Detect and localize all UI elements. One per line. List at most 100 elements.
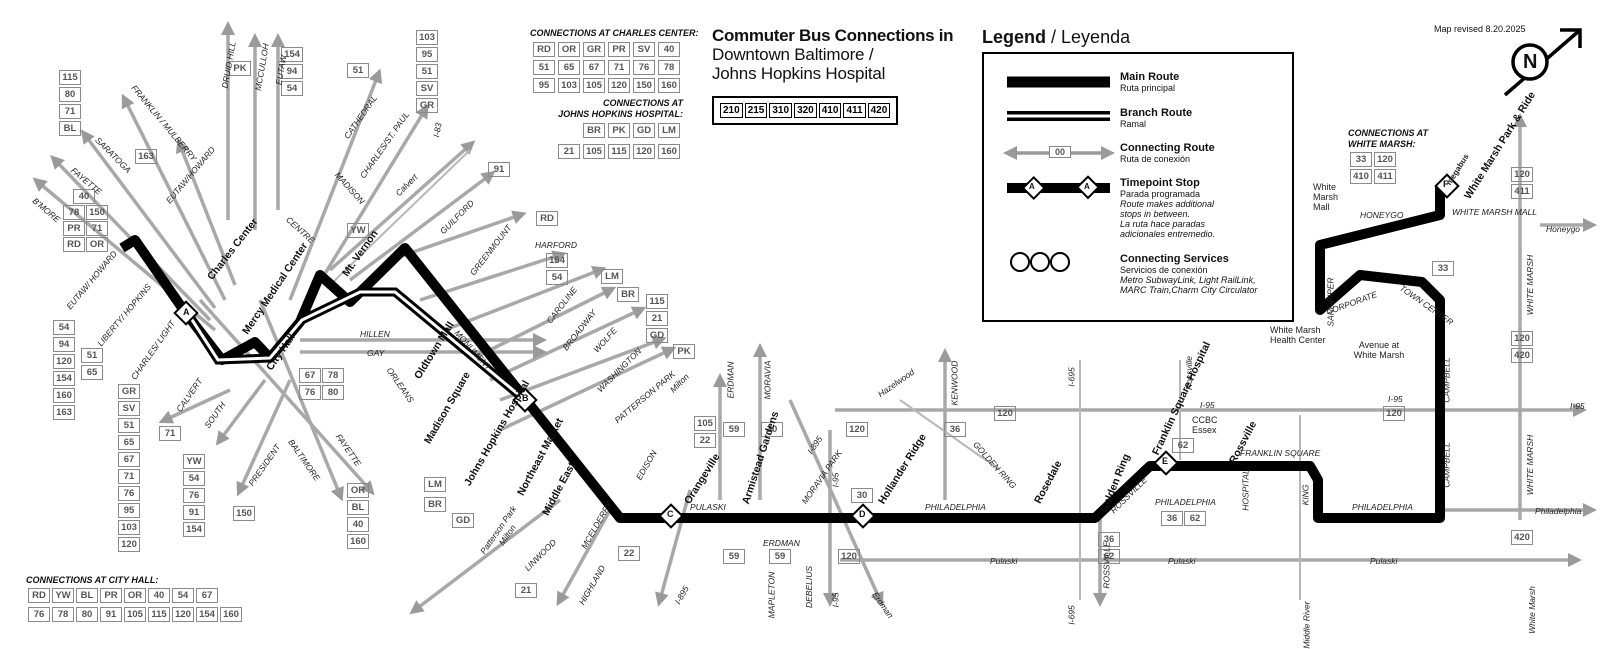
stop-timepoint-letter-f: F <box>1443 179 1449 189</box>
route-badge: 95 <box>118 503 140 518</box>
stop-timepoint-letter-a: A <box>183 307 190 317</box>
street-label: FRANKLIN SQUARE <box>1240 448 1321 458</box>
route-badge: 54 <box>281 81 303 96</box>
route-badge: 411 <box>843 103 866 118</box>
route-badge-120c: 120 <box>993 405 1017 422</box>
route-badge-120e: 120 <box>1382 405 1406 422</box>
street-label: WHITE MARSH <box>1525 434 1536 496</box>
route-badge: BR <box>583 123 605 138</box>
street-label: I-695 <box>1066 605 1077 625</box>
route-badge: 91 <box>183 505 205 520</box>
destination-ccbc: CCBC Essex <box>1192 415 1218 435</box>
street-label: PHILADELPHIA <box>1155 497 1216 507</box>
route-badge: 91 <box>488 162 510 177</box>
street-label: Philadelphia <box>1535 506 1582 516</box>
street-label: Honeygo <box>1546 224 1581 234</box>
legend-services: Connecting Services Servicios de conexió… <box>1120 253 1257 295</box>
legend-timepoint-letter-1: A <box>1029 182 1035 191</box>
legend-title-es: / Leyenda <box>1051 27 1131 47</box>
legend-title: Legend / Leyenda <box>982 27 1130 48</box>
connections-city-hall-title: CONNECTIONS AT CITY HALL: <box>26 575 159 585</box>
route-stack-top-eutaw: 154 94 54 <box>280 45 304 98</box>
route-badge: 54 <box>546 270 568 285</box>
route-badge: BL <box>59 121 81 136</box>
route-badge-30b: 30 <box>850 487 874 504</box>
route-badge-22b: 22 <box>617 545 641 562</box>
route-badge: 30 <box>851 488 873 503</box>
route-badge: 59 <box>723 422 745 437</box>
title-line-1: Commuter Bus Connections in <box>712 26 954 45</box>
route-badge-120a: 120 <box>845 421 869 438</box>
street-label: Pulaski <box>990 556 1018 566</box>
street-label: WHITE MARSH MALL <box>1452 207 1538 217</box>
route-badge: OR <box>558 42 580 57</box>
route-badge-59b: 59 <box>722 548 746 565</box>
route-badge: 420 <box>1511 348 1533 363</box>
route-badge: 120 <box>608 78 630 93</box>
route-badge-br: BR <box>616 286 640 303</box>
legend-timepoint-note1: Route makes additional <box>1120 199 1215 209</box>
legend-main-en: Main Route <box>1120 71 1180 83</box>
route-badge: 51 <box>81 348 103 363</box>
route-badge: PK <box>229 61 251 76</box>
connections-wm-title-2: WHITE MARSH: <box>1348 139 1416 149</box>
route-badge: 420 <box>1511 530 1533 545</box>
street-label: SANDPIPER <box>1325 277 1336 327</box>
route-badge: PR <box>608 42 630 57</box>
destination-avenue: Avenue at White Marsh <box>1353 340 1405 360</box>
route-stack-bottom-right: OR BL 40 160 <box>346 481 370 551</box>
route-badge: PR <box>63 221 85 236</box>
route-badge: 59 <box>769 549 791 564</box>
route-badge: 80 <box>76 607 98 622</box>
timepoint-a <box>173 300 199 326</box>
street-label: ROSSVILLE <box>1101 541 1112 589</box>
route-badge: 30 <box>761 422 783 437</box>
route-badge: 54 <box>53 320 75 335</box>
street-label: White Marsh <box>1526 586 1537 634</box>
route-badge-30: 30 <box>760 421 784 438</box>
route-badge: 40 <box>73 189 95 204</box>
route-badge: 76 <box>299 385 321 400</box>
route-badge: GR <box>118 384 140 399</box>
route-badge: LM <box>424 477 446 492</box>
route-badge: SV <box>118 401 140 416</box>
route-badge-pk-top: PK <box>228 60 252 77</box>
destination-wm-mall: White Marsh Mall <box>1313 182 1339 212</box>
route-badge: 160 <box>220 607 242 622</box>
route-badge: 78 <box>52 607 74 622</box>
route-badge: 51 <box>347 63 369 78</box>
street-label: WHITE MARSH <box>1525 254 1536 316</box>
route-badge: 154 <box>183 522 205 537</box>
legend-timepoint-note3: La ruta hace paradas <box>1120 219 1206 229</box>
route-badge: RD <box>533 42 555 57</box>
route-badge: 94 <box>281 64 303 79</box>
route-list: 210 215 310 320 410 411 420 <box>712 96 899 125</box>
route-badge: 80 <box>322 385 344 400</box>
route-badge: 210 <box>720 103 743 118</box>
title-line-3: Johns Hopkins Hospital <box>712 64 886 83</box>
legend-samples <box>1003 76 1115 272</box>
street-label: HONEYGO <box>1360 210 1404 220</box>
route-badge: 54 <box>183 471 205 486</box>
route-stack-left-low2: 51 65 <box>80 346 104 382</box>
street-label: CAMPBELL <box>1441 357 1452 403</box>
route-badge: 105 <box>583 144 605 159</box>
street-label: I-95 <box>830 592 841 608</box>
route-badge-21: 21 <box>514 582 538 599</box>
route-badge: 411 <box>1511 184 1533 199</box>
route-badge: 65 <box>81 365 103 380</box>
route-badge: 33 <box>1432 261 1454 276</box>
connections-jhh-title-2: JOHNS HOPKINS HOSPITAL: <box>558 109 683 119</box>
timepoint-d <box>850 503 876 529</box>
route-stack-lm-br: LM BR <box>423 472 447 517</box>
route-badge: 215 <box>744 103 768 118</box>
route-badge: 36 <box>1098 532 1120 547</box>
connections-jhh: CONNECTIONS AT JOHNS HOPKINS HOSPITAL: B… <box>555 98 683 162</box>
route-badge: 36 <box>1161 511 1183 526</box>
route-badge: YW <box>52 588 74 603</box>
route-badge-gd: GD <box>451 512 475 529</box>
route-badge-71: 71 <box>158 425 182 442</box>
route-badge: BR <box>424 497 446 512</box>
legend-timepoint-letter-2: A <box>1084 182 1090 191</box>
